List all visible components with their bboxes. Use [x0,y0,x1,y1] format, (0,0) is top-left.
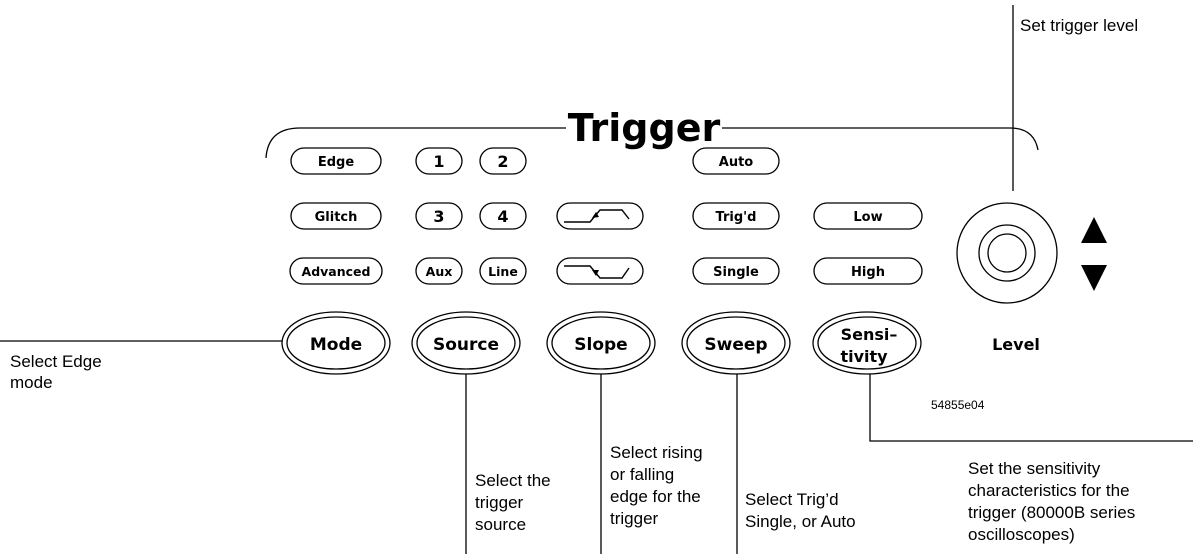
low-button-label: Low [853,210,882,225]
slope-callout-line-4: trigger [610,509,659,528]
sensitivity-callout: Set the sensitivity characteristics for … [968,459,1135,544]
falling-edge-icon [564,265,630,279]
trigd-button-label: Trig'd [716,210,757,225]
channel-2-button[interactable]: 2 [479,147,527,175]
mode-callout-line-2: mode [10,373,53,392]
channel-2-label: 2 [497,152,508,171]
single-button[interactable]: Single [692,257,780,285]
sweep-callout-line-2: Single, or Auto [745,512,856,531]
source-button[interactable]: Source [411,311,521,375]
source-callout-line-3: source [475,515,526,534]
advanced-button-label: Advanced [302,264,371,279]
slope-callout-line-2: or falling [610,465,674,484]
glitch-button[interactable]: Glitch [290,202,382,230]
slope-callout-line-3: edge for the [610,487,701,506]
level-up-arrow-icon [1081,217,1107,243]
level-knob-label: Level [992,335,1040,354]
channel-1-label: 1 [433,152,444,171]
rising-arrow-icon [592,212,599,218]
channel-3-button[interactable]: 3 [415,202,463,230]
edge-button[interactable]: Edge [290,147,382,175]
sensitivity-callout-line [869,374,1193,442]
line-button-label: Line [488,264,518,279]
sensitivity-callout-line-2: characteristics for the [968,481,1130,500]
channel-4-label: 4 [497,207,508,226]
sensitivity-callout-line-4: oscilloscopes) [968,525,1075,544]
source-callout: Select the trigger source [475,471,551,534]
auto-button-label: Auto [719,155,754,170]
level-callout: Set trigger level [1020,16,1138,35]
channel-1-button[interactable]: 1 [415,147,463,175]
panel-bracket-right [722,127,1039,151]
line-button[interactable]: Line [479,257,527,285]
sensitivity-label-line1: Sensi– [841,325,898,344]
slope-button[interactable]: Slope [546,311,656,375]
source-button-label: Source [433,335,499,355]
source-callout-line-2: trigger [475,493,524,512]
edge-button-label: Edge [318,155,354,170]
level-down-arrow-icon [1081,265,1107,291]
advanced-button[interactable]: Advanced [289,257,383,285]
auto-button[interactable]: Auto [692,147,780,175]
sweep-callout: Select Trig’d Single, or Auto [745,490,856,531]
sweep-button-label: Sweep [704,335,767,355]
falling-arrow-icon [592,270,599,276]
high-button[interactable]: High [813,257,923,285]
mode-button[interactable]: Mode [281,311,391,375]
aux-button[interactable]: Aux [415,257,463,285]
sweep-callout-line-1: Select Trig’d [745,490,839,509]
channel-3-label: 3 [433,207,444,226]
mode-button-label: Mode [310,335,362,355]
slope-callout-line-1: Select rising [610,443,703,462]
single-button-label: Single [713,265,759,280]
low-button[interactable]: Low [813,202,923,230]
level-callout-text: Set trigger level [1020,16,1138,35]
channel-4-button[interactable]: 4 [479,202,527,230]
sweep-button[interactable]: Sweep [681,311,791,375]
slope-callout: Select rising or falling edge for the tr… [610,443,703,528]
mode-callout-line-1: Select Edge [10,352,102,371]
glitch-button-label: Glitch [315,210,358,225]
part-number: 54855e04 [931,398,985,412]
rising-edge-icon [564,209,630,223]
panel-title: Trigger [568,106,721,150]
mode-callout: Select Edge mode [10,352,102,392]
sensitivity-button[interactable]: Sensi– tivity [812,311,922,375]
panel-bracket-left [265,127,566,159]
sensitivity-callout-line-3: trigger (80000B series [968,503,1135,522]
trigd-button[interactable]: Trig'd [692,202,780,230]
sensitivity-callout-line-1: Set the sensitivity [968,459,1101,478]
rising-edge-button[interactable] [556,202,644,230]
slope-button-label: Slope [574,335,627,355]
source-callout-line-1: Select the [475,471,551,490]
falling-edge-button[interactable] [556,257,644,285]
high-button-label: High [851,265,885,280]
level-knob[interactable] [956,202,1058,304]
sensitivity-label-line2: tivity [840,347,888,366]
aux-button-label: Aux [426,264,453,279]
